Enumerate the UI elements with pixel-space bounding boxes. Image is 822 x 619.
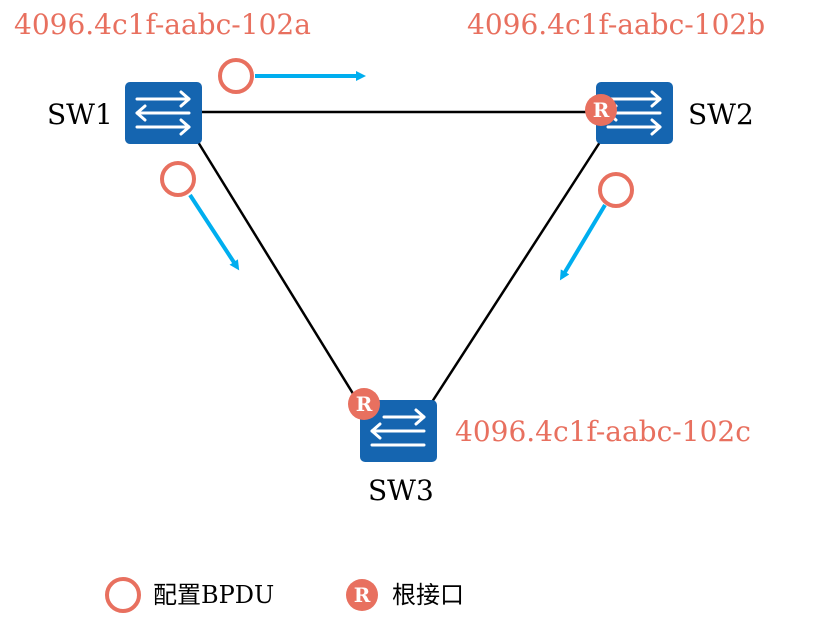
bpdu-arrow-sw1-to-sw3 — [188, 193, 240, 271]
sw3-switch-icon — [360, 400, 437, 462]
legend-root-port-marker — [346, 579, 378, 611]
sw2-bridge-id: 4096.4c1f-aabc-102b — [467, 8, 765, 41]
legend-root-port-label: 根接口 — [392, 581, 464, 609]
legend: 配置BPDU R 根接口 — [105, 577, 464, 613]
sw3-label: SW3 — [368, 474, 434, 507]
legend-bpdu-circle — [105, 577, 141, 613]
sw1-label: SW1 — [47, 98, 113, 131]
link-sw2-sw3 — [428, 141, 602, 406]
sw3-root-port-marker: R — [348, 388, 380, 420]
legend-bpdu-label: 配置BPDU — [153, 581, 274, 609]
sw2-label: SW2 — [688, 98, 754, 131]
sw2-root-port-symbol: R — [593, 98, 610, 122]
sw1-switch-icon — [125, 82, 202, 144]
bpdu-circle-sw1-to-sw3 — [160, 161, 196, 197]
bpdu-circle-sw2-to-sw3 — [598, 172, 634, 208]
sw3-bridge-id: 4096.4c1f-aabc-102c — [455, 415, 751, 448]
link-sw1-sw3 — [196, 141, 362, 406]
sw2-root-port-marker: R — [585, 94, 617, 126]
bpdu-circle-sw1-to-sw2 — [218, 58, 254, 94]
legend-root-port-symbol: R — [354, 583, 371, 607]
bpdu-arrow-sw2-to-sw3 — [559, 203, 607, 281]
sw1-bridge-id: 4096.4c1f-aabc-102a — [14, 8, 311, 41]
sw3-root-port-symbol: R — [356, 392, 373, 416]
